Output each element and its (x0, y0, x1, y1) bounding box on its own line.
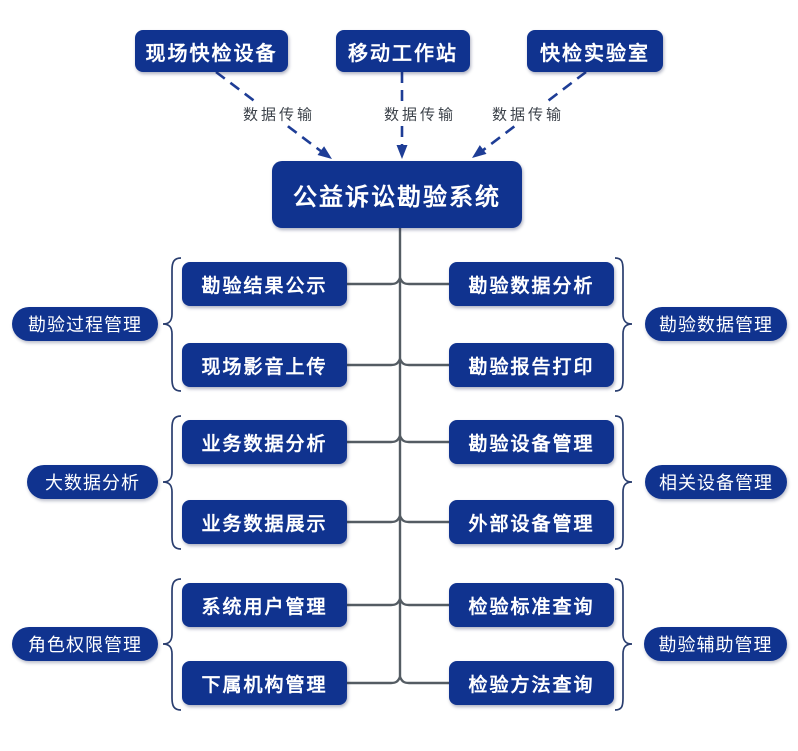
right-brace-group-3 (614, 578, 633, 711)
feature-node-test-method-query: 检验方法查询 (449, 661, 614, 705)
left-brace-group-2 (162, 415, 182, 550)
left-brace-group-3 (162, 578, 182, 711)
feature-node-inspection-data-analysis: 勘验数据分析 (449, 262, 614, 306)
feature-node-subordinate-org-mgmt: 下属机构管理 (182, 661, 347, 705)
left-brace-group-1 (162, 257, 182, 392)
right-brace-group-1 (614, 257, 633, 392)
feature-node-test-standard-query: 检验标准查询 (449, 583, 614, 627)
feature-node-external-equipment-mgmt: 外部设备管理 (449, 500, 614, 544)
branch-line (347, 515, 402, 524)
branch-line (398, 515, 449, 524)
arrowhead-icon (396, 145, 408, 159)
arrowhead-icon (472, 145, 487, 158)
data-transfer-label-left: 数据传输 (240, 102, 318, 126)
arrowhead-icon (317, 146, 332, 159)
category-pill-inspection-process-mgmt: 勘验过程管理 (12, 307, 158, 341)
branch-line (398, 676, 449, 685)
data-transfer-arrow-line-right (477, 70, 587, 156)
branch-line (347, 358, 402, 367)
branch-line (347, 676, 402, 685)
feature-node-inspection-equipment-mgmt: 勘验设备管理 (449, 420, 614, 464)
feature-node-inspection-result-publicity: 勘验结果公示 (182, 262, 347, 306)
source-node-rapid-test-lab: 快检实验室 (527, 30, 663, 72)
data-transfer-label-middle: 数据传输 (381, 102, 459, 126)
branch-line (347, 598, 402, 607)
source-node-mobile-workstation: 移动工作站 (336, 30, 470, 72)
branch-line (398, 598, 449, 607)
branch-line (398, 358, 449, 367)
feature-node-onsite-media-upload: 现场影音上传 (182, 343, 347, 387)
feature-node-inspection-report-printing: 勘验报告打印 (449, 343, 614, 387)
data-transfer-label-right: 数据传输 (489, 102, 567, 126)
feature-node-business-data-analysis: 业务数据分析 (182, 420, 347, 464)
branch-line (398, 435, 449, 444)
central-system-node: 公益诉讼勘验系统 (272, 161, 522, 228)
branch-line (347, 277, 402, 286)
source-node-onsite-equipment: 现场快检设备 (135, 30, 288, 72)
feature-node-business-data-display: 业务数据展示 (182, 500, 347, 544)
branch-line (347, 435, 402, 444)
category-pill-related-equipment-mgmt: 相关设备管理 (645, 465, 787, 499)
feature-node-system-user-mgmt: 系统用户管理 (182, 583, 347, 627)
category-pill-inspection-auxiliary-mgmt: 勘验辅助管理 (644, 627, 787, 661)
branch-line (398, 277, 449, 286)
data-transfer-arrow-line-left (215, 70, 327, 157)
category-pill-big-data-analysis: 大数据分析 (27, 465, 158, 499)
category-pill-role-permission-mgmt: 角色权限管理 (12, 627, 158, 661)
category-pill-inspection-data-mgmt: 勘验数据管理 (645, 307, 787, 341)
right-brace-group-2 (614, 415, 633, 550)
